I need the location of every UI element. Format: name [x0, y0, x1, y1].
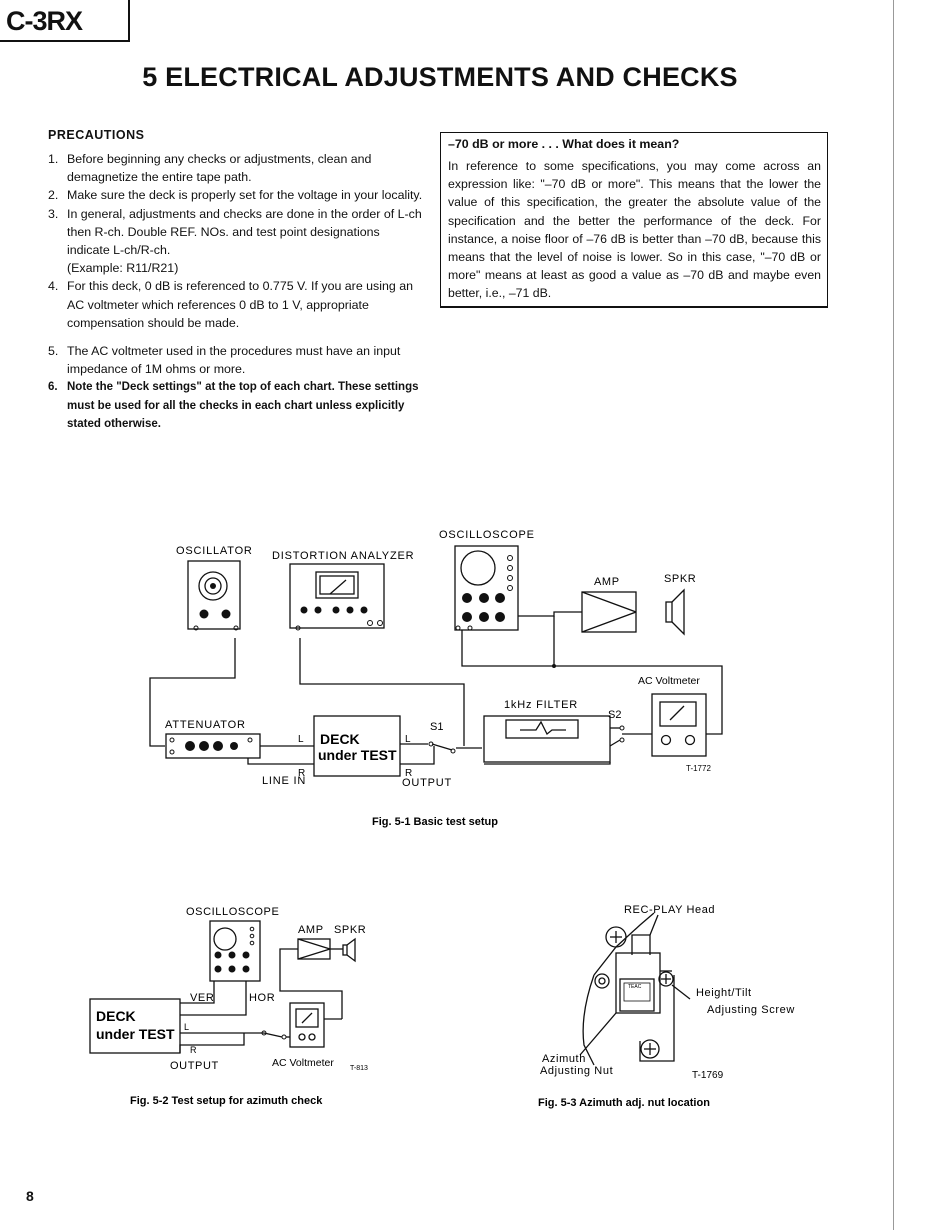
line-in-label: LINE IN	[262, 775, 306, 787]
item-number: 1.	[48, 152, 59, 166]
adjusting-nut-label: Adjusting Nut	[540, 1065, 613, 1077]
deck-label: DECK	[96, 1008, 136, 1024]
item-text: In general, adjustments and checks are d…	[67, 206, 422, 258]
ver-label: VER	[190, 992, 214, 1004]
oscilloscope-box	[209, 920, 261, 982]
ac-voltmeter-label: AC Voltmeter	[638, 675, 700, 687]
page-title: 5 ELECTRICAL ADJUSTMENTS AND CHECKS	[142, 62, 738, 92]
item-text: The AC voltmeter used in the procedures …	[67, 344, 401, 377]
note-heading: –70 dB or more . . . What does it mean?	[448, 137, 680, 151]
line-in-r: R	[298, 768, 305, 779]
oscilloscope-label: OSCILLOSCOPE	[439, 529, 535, 541]
oscilloscope-box	[454, 545, 519, 631]
figure-caption: Fig. 5-3 Azimuth adj. nut location	[538, 1097, 710, 1109]
item-text: Note the "Deck settings" at the top of e…	[67, 381, 419, 430]
figure-code: T-1769	[692, 1070, 724, 1081]
speaker-icon	[665, 601, 673, 623]
ac-voltmeter-box	[289, 1002, 325, 1048]
speaker-label: SPKR	[664, 573, 696, 585]
item-text: Before beginning any checks or adjustmen…	[67, 152, 372, 185]
filter-label: 1kHz FILTER	[504, 699, 578, 711]
attenuator-label: ATTENUATOR	[165, 719, 246, 731]
margin-rule	[893, 0, 894, 1230]
figure-caption: Fig. 5-2 Test setup for azimuth check	[130, 1095, 323, 1107]
page-number: 8	[26, 1188, 34, 1204]
speaker-label: SPKR	[334, 924, 366, 936]
list-item: 2. Make sure the deck is properly set for…	[48, 186, 424, 204]
item-number: 4.	[48, 279, 59, 294]
ac-voltmeter-box	[651, 693, 707, 757]
s2-label: S2	[608, 709, 621, 721]
screw-icon	[594, 973, 610, 989]
figure-code: T-1772	[686, 764, 711, 773]
ac-voltmeter-label: AC Voltmeter	[272, 1057, 334, 1069]
head-brand-label: TEAC	[628, 984, 642, 990]
hor-label: HOR	[249, 992, 275, 1004]
s1-label: S1	[430, 721, 443, 733]
line-in-l: L	[298, 734, 304, 745]
distortion-analyzer-label: DISTORTION ANALYZER	[272, 550, 414, 562]
output-l: L	[405, 734, 411, 745]
oscillator-box	[187, 560, 241, 630]
item-number: 6.	[48, 381, 58, 394]
note-text: In reference to some specifications, you…	[448, 159, 821, 301]
list-item: 6. Note the "Deck settings" at the top of…	[48, 378, 424, 433]
output-r: R	[405, 768, 412, 779]
list-item: 4. For this deck, 0 dB is referenced to 0…	[48, 277, 424, 332]
item-number: 3.	[48, 206, 59, 221]
amp-label: AMP	[298, 924, 324, 936]
list-item: 3. In general, adjustments and checks are…	[48, 205, 424, 260]
screw-icon	[658, 971, 674, 987]
output-label: OUTPUT	[170, 1060, 219, 1072]
oscillator-label: OSCILLATOR	[176, 545, 253, 557]
fig-azimuth-nut-location: TEAC REC-PLAY Head Height/Tilt Adjusting…	[538, 904, 795, 1109]
deck-label: DECK	[320, 731, 360, 747]
precautions-heading: PRECAUTIONS	[48, 128, 145, 142]
fig-basic-test-setup: OSCILLOSCOPE OSCILLATOR DISTORTION ANALY…	[149, 529, 723, 828]
list-item: 1. Before beginning any checks or adjustm…	[48, 150, 424, 186]
distortion-analyzer-box	[289, 563, 385, 629]
deck-label-2: under TEST	[318, 747, 397, 763]
amp-box	[297, 938, 331, 960]
deck-under-test-box	[89, 998, 181, 1054]
item-text: Make sure the deck is properly set for t…	[67, 188, 423, 203]
list-item: (Example: R11/R21)	[48, 259, 424, 277]
deck-label-2: under TEST	[96, 1026, 175, 1042]
deck-under-test-box	[313, 715, 401, 777]
item-number: 2.	[48, 188, 59, 203]
azimuth-label: Azimuth	[542, 1053, 586, 1065]
list-item: 5. The AC voltmeter used in the procedure…	[48, 342, 424, 378]
height-tilt-label: Height/Tilt	[696, 987, 752, 999]
amp-box	[581, 591, 637, 633]
adjusting-screw-label: Adjusting Screw	[707, 1004, 795, 1016]
screw-icon	[640, 1039, 660, 1059]
output-label: OUTPUT	[402, 777, 452, 789]
output-l: L	[184, 1022, 189, 1032]
precautions-list: 1. Before beginning any checks or adjustm…	[48, 150, 424, 433]
head-label: REC-PLAY Head	[624, 904, 715, 916]
item-number: 5.	[48, 344, 59, 359]
figure-caption: Fig. 5-1 Basic test setup	[372, 816, 498, 828]
item-text: (Example: R11/R21)	[67, 261, 179, 276]
amp-label: AMP	[594, 576, 620, 588]
item-text: For this deck, 0 dB is referenced to 0.7…	[67, 279, 413, 330]
note-box: –70 dB or more . . . What does it mean? …	[440, 132, 828, 308]
filter-box	[483, 715, 611, 763]
model-tag: C-3RX	[0, 0, 130, 42]
oscilloscope-label: OSCILLOSCOPE	[186, 906, 279, 918]
fig-azimuth-check-setup: OSCILLOSCOPE AMP SPKR VER HOR DECK under…	[89, 906, 368, 1107]
figure-code: T-813	[350, 1065, 368, 1072]
speaker-icon	[342, 944, 348, 956]
output-r: R	[190, 1045, 197, 1055]
